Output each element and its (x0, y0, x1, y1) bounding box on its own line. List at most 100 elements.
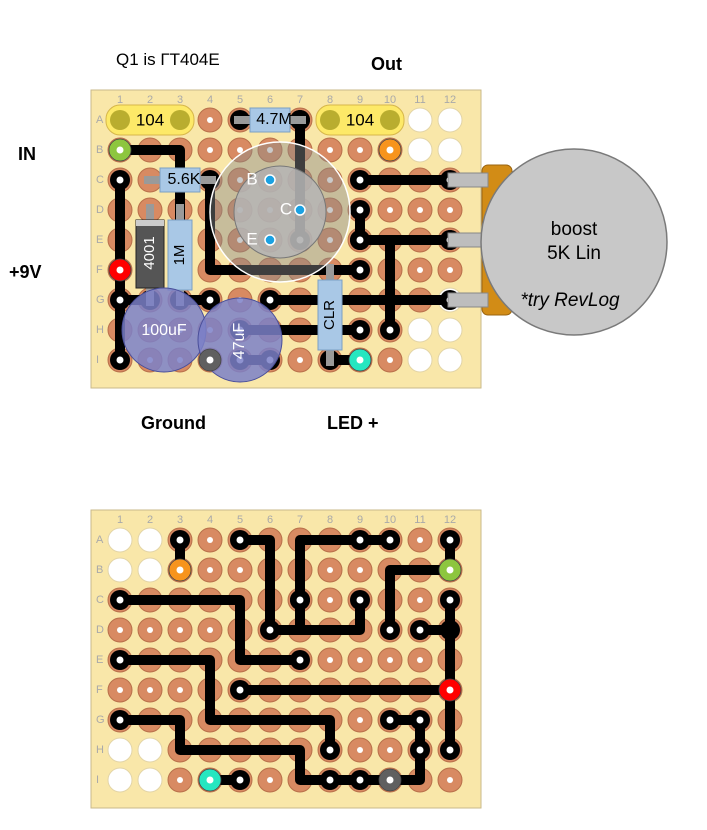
bottom-column-label: 8 (327, 514, 333, 526)
bottom-column-label: 9 (357, 514, 363, 526)
solder-hole (416, 626, 424, 634)
pad-hole (357, 657, 363, 663)
cut-hole (437, 317, 463, 343)
transistor-collector-label: C (280, 199, 292, 218)
pad-hole (417, 267, 423, 273)
solder-hole (356, 236, 364, 244)
pad-hole (327, 147, 333, 153)
solder-hole (326, 776, 334, 784)
pad-hole (387, 207, 393, 213)
resistor-clr (317, 279, 343, 351)
bottom-row-label: C (96, 594, 104, 606)
solder-hole (386, 326, 394, 334)
top-row-label: D (96, 204, 104, 216)
pad-hole (207, 537, 213, 543)
pad-hole (237, 147, 243, 153)
top-column-label: 4 (207, 94, 213, 106)
cut-hole (107, 737, 133, 763)
output-capacitor-value: 104 (346, 110, 374, 129)
cut-hole (407, 107, 433, 133)
solder-hole (446, 746, 454, 754)
top-column-label: 10 (384, 94, 396, 106)
bottom-column-label: 11 (414, 514, 425, 526)
pad-hole (177, 687, 183, 693)
top-column-label: 6 (267, 94, 273, 106)
solder-hole (266, 626, 274, 634)
pad-hole (387, 357, 393, 363)
cut-hole (137, 557, 163, 583)
pad-hole (417, 207, 423, 213)
solder-hole (446, 596, 454, 604)
capacitor-100uf-value: 100uF (141, 322, 187, 339)
resistor-clr-value: CLR (321, 300, 338, 330)
pad-hole (417, 657, 423, 663)
pad-hole (237, 177, 243, 183)
bottom-column-label: 2 (147, 514, 153, 526)
cut-hole (137, 767, 163, 793)
pad-hole (147, 687, 153, 693)
pad-hole (447, 267, 453, 273)
top-column-label: 3 (177, 94, 183, 106)
bottom-column-label: 6 (267, 514, 273, 526)
resistor-1m-value: 1M (171, 245, 188, 266)
pad-hole (147, 627, 153, 633)
cut-hole (407, 317, 433, 343)
top-row-label: C (96, 174, 104, 186)
solder-hole (446, 536, 454, 544)
solder-hole (236, 536, 244, 544)
solder-hole (356, 776, 364, 784)
pad-hole (417, 597, 423, 603)
solder-hole (416, 746, 424, 754)
top-row-label: I (96, 354, 99, 366)
cut-hole (107, 557, 133, 583)
transistor-base-label: B (246, 169, 257, 188)
pad-hole (237, 567, 243, 573)
top-row-label: E (96, 234, 103, 246)
solder-hole (356, 536, 364, 544)
solder-hole (236, 686, 244, 694)
pot-lug (447, 292, 489, 308)
marker-hole (446, 566, 454, 574)
pad-hole (447, 777, 453, 783)
top-column-label: 11 (414, 94, 425, 106)
copper-track (115, 655, 335, 755)
in-label: IN (18, 144, 36, 164)
bottom-row-label: F (96, 684, 103, 696)
bottom-row-label: A (96, 534, 104, 546)
cut-hole (107, 767, 133, 793)
pad-hole (327, 177, 333, 183)
pad-hole (387, 747, 393, 753)
top-board (90, 89, 668, 389)
pad-hole (327, 597, 333, 603)
pad-hole (327, 207, 333, 213)
marker-hole (206, 776, 214, 784)
pad-hole (177, 777, 183, 783)
cut-hole (437, 137, 463, 163)
pad-hole (327, 567, 333, 573)
led-label: LED + (327, 413, 379, 433)
solder-hole (386, 626, 394, 634)
cap-lead (110, 110, 130, 130)
top-column-label: 1 (117, 94, 123, 106)
cut-hole (107, 527, 133, 553)
solder-hole (326, 746, 334, 754)
bottom-row-label: B (96, 564, 103, 576)
copper-track (115, 595, 305, 665)
bottom-row-label: D (96, 624, 104, 636)
pot-lug (447, 172, 489, 188)
bottom-column-label: 3 (177, 514, 183, 526)
bottom-board (90, 509, 482, 809)
top-column-label: 8 (327, 94, 333, 106)
pad-hole (207, 147, 213, 153)
cut-hole (137, 527, 163, 553)
top-row-label: G (96, 294, 105, 306)
top-column-label: 7 (297, 94, 303, 106)
bottom-row-label: G (96, 714, 105, 726)
solder-hole (236, 776, 244, 784)
pot-knob (480, 148, 668, 336)
capacitor-47uf-value: 47uF (231, 323, 248, 360)
solder-hole (116, 296, 124, 304)
pad-hole (177, 627, 183, 633)
